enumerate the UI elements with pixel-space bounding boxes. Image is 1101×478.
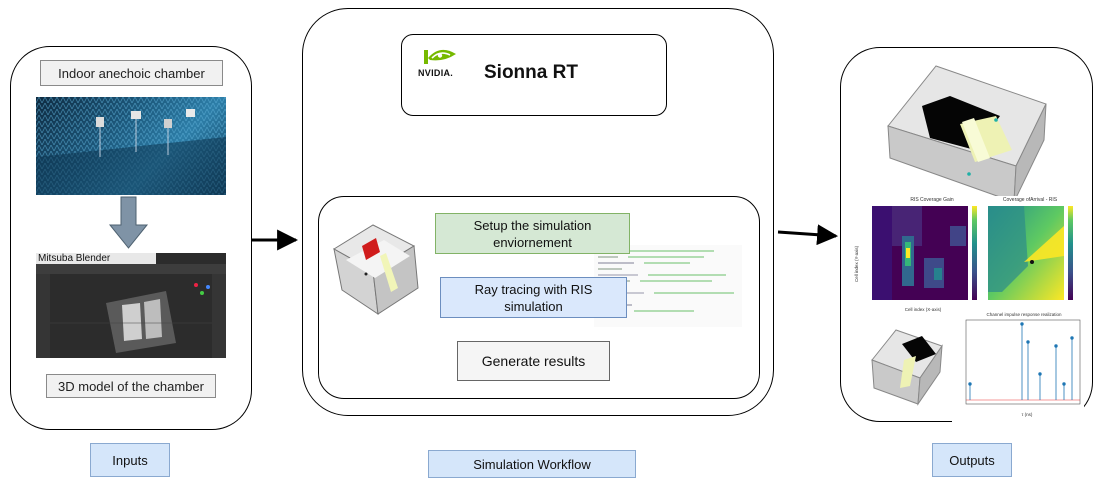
step-generate-label: Generate results xyxy=(481,352,586,369)
workflow-caption: Simulation Workflow xyxy=(428,450,636,478)
aoa-title: Coverage ofArrival - RIS xyxy=(1002,197,1058,203)
cir-title: Channel impulse response realization xyxy=(986,312,1062,317)
inputs-caption: Inputs xyxy=(90,443,170,477)
coverage-title: RIS Coverage Gain xyxy=(910,197,954,203)
chamber-title: Indoor anechoic chamber xyxy=(40,60,223,86)
sionna-title: Sionna RT xyxy=(484,62,578,83)
blender-viewport xyxy=(36,274,226,358)
cir-stem-plot xyxy=(965,319,1081,405)
coverage-xlabel: Cell index (X-axis) xyxy=(904,307,942,312)
step-raytrace-box: Ray tracing with RIS simulation xyxy=(440,277,627,318)
outputs-caption: Outputs xyxy=(932,443,1012,477)
cir-plot-panel: Channel impulse response realization τ (… xyxy=(952,312,1084,422)
step-setup-box: Setup the simulation enviornement xyxy=(435,213,630,254)
step-generate-box: Generate results xyxy=(457,341,610,381)
blender-screenshot: Mitsuba Blender xyxy=(36,253,226,358)
arrow-workflow-to-outputs xyxy=(777,224,839,246)
step-setup-label: Setup the simulation enviornement xyxy=(473,217,592,250)
chamber-photo-drawing xyxy=(36,97,226,195)
aoa-heatmap xyxy=(988,206,1073,300)
sionna-box xyxy=(401,34,667,116)
coverage-heatmap xyxy=(872,206,977,300)
nvidia-logo-text: NVIDIA. xyxy=(418,68,454,78)
model-label: 3D model of the chamber xyxy=(46,374,216,398)
blender-toolbar xyxy=(36,264,226,274)
coverage-heatmap-panel: RIS Coverage Gain Cell index (Y-axis) Ce… xyxy=(854,196,984,314)
step-raytrace-label: Ray tracing with RIS simulation xyxy=(474,281,593,314)
aoa-heatmap-panel: Coverage ofArrival - RIS xyxy=(984,196,1082,308)
cir-xlabel: τ (ns) xyxy=(1021,412,1033,417)
chamber-photo xyxy=(36,97,226,195)
blender-label: Mitsuba Blender xyxy=(36,253,156,264)
